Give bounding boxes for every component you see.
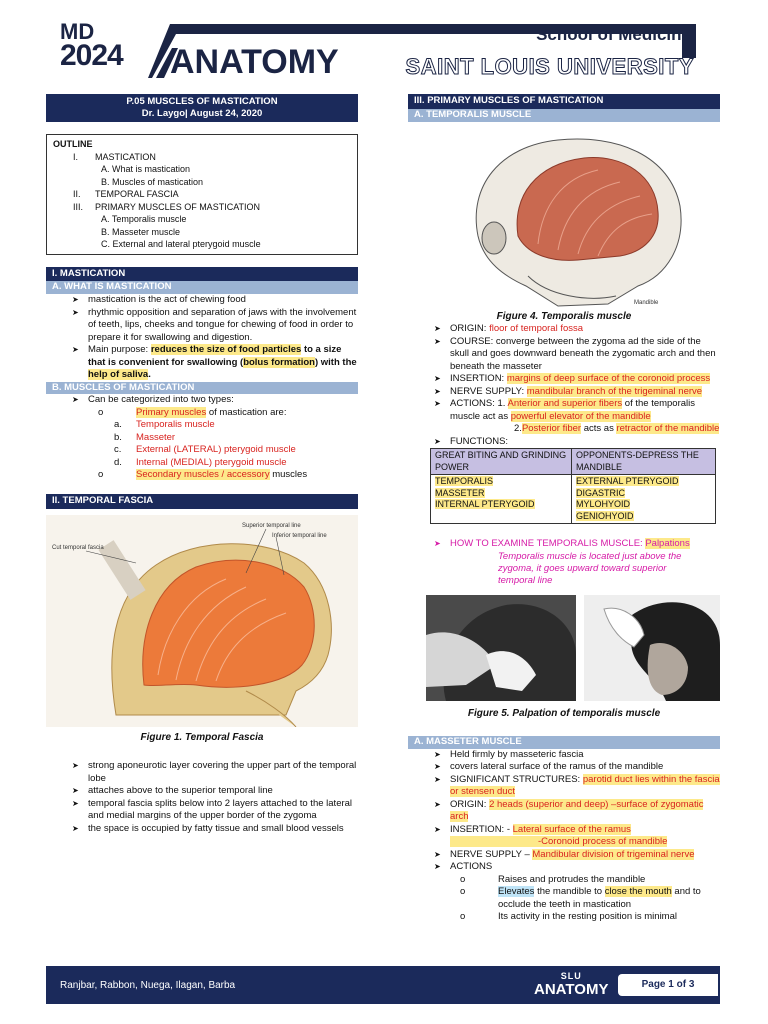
outline-item: C. External and lateral pterygoid muscle <box>101 239 261 249</box>
palpation-photos <box>426 594 720 701</box>
temporalis-bullets: ORIGIN: floor of temporal fossa COURSE: … <box>408 323 720 448</box>
list-item: FUNCTIONS: <box>408 436 720 449</box>
figure-4-caption: Figure 4. Temporalis muscle <box>496 310 632 322</box>
table-header-biting: GREAT BITING AND GRINDING POWER <box>430 448 572 476</box>
header-year: 2024 <box>60 39 124 72</box>
header-year-logo: MD 2024 <box>60 19 150 72</box>
table-header-opponents: OPPONENTS-DEPRESS THE MANDIBLE <box>571 448 716 476</box>
mastication-bullets: mastication is the act of chewing food r… <box>46 294 358 382</box>
list-item: rhythmic opposition and separation of ja… <box>46 307 358 345</box>
list-item: INSERTION: - Lateral surface of the ramu… <box>408 823 720 849</box>
right-column: III. PRIMARY MUSCLES OF MASTICATION A. T… <box>408 94 720 924</box>
section-heading-mastication: I. MASTICATION <box>46 266 358 282</box>
table-cell-opponent-muscles: EXTERNAL PTERYGOID DIGASTRIC MYLOHYOID G… <box>571 474 716 525</box>
list-item: ORIGIN: 2 heads (superior and deep) –sur… <box>408 798 720 824</box>
outline-item: III.PRIMARY MUSCLES OF MASTICATION <box>73 201 261 212</box>
table-row: TEMPORALIS MASSETER INTERNAL PTERYGOID E… <box>430 474 716 525</box>
figure-5-caption: Figure 5. Palpation of temporalis muscle <box>467 707 661 719</box>
subsection-what-is-mastication: A. WHAT IS MASTICATION <box>46 281 358 295</box>
list-item: ORIGIN: floor of temporal fossa <box>408 323 720 336</box>
document-title: P.05 MUSCLES OF MASTICATION <box>126 96 278 107</box>
outline-label: OUTLINE <box>53 139 93 149</box>
footer-authors: Ranjbar, Rabbon, Nuega, Ilagan, Barba <box>60 980 236 991</box>
outline-item: II.TEMPORAL FASCIA <box>73 189 179 199</box>
page-number: Page 1 of 3 <box>618 974 718 996</box>
list-item: COURSE: converge between the zygoma ad t… <box>408 336 720 374</box>
list-item: INSERTION: margins of deep surface of th… <box>408 373 720 386</box>
list-item: covers lateral surface of the ramus of t… <box>408 761 720 774</box>
footer-logo: SLU ANATOMY <box>534 970 608 997</box>
list-item: d.Internal (MEDIAL) pterygoid muscle <box>114 456 287 468</box>
document-author-date: Dr. Laygo| August 24, 2020 <box>141 108 263 119</box>
subsection-temporalis-muscle: A. TEMPORALIS MUSCLE <box>408 108 720 122</box>
outline-item: B. Masseter muscle <box>101 226 181 237</box>
list-item: temporal fascia splits below into 2 laye… <box>46 798 358 823</box>
outline-box: OUTLINE I.MASTICATION A. What is mastica… <box>46 134 358 255</box>
footer-logo-slu: SLU <box>560 971 582 981</box>
table-cell-biting-muscles: TEMPORALIS MASSETER INTERNAL PTERYGOID <box>430 474 572 525</box>
left-column: P.05 MUSCLES OF MASTICATION Dr. Laygo| A… <box>46 94 358 835</box>
header-title: ANATOMY <box>170 43 339 81</box>
label-inferior-temporal-line: Inferior temporal line <box>272 533 327 539</box>
label-superior-temporal-line: Superior temporal line <box>242 523 301 529</box>
list-item: ACTIONS: 1. Anterior and superior fibers… <box>408 398 720 436</box>
section-heading-temporal-fascia: II. TEMPORAL FASCIA <box>46 493 358 509</box>
masseter-bullets: Held firmly by masseteric fascia covers … <box>408 749 720 924</box>
list-item: strong aponeurotic layer covering the up… <box>46 760 358 785</box>
list-item: attaches above to the superior temporal … <box>46 785 358 798</box>
skull-temporalis-illustration: Mandible <box>475 138 682 307</box>
list-item: NERVE SUPPLY – Mandibular division of tr… <box>408 848 720 862</box>
document-title-box: P.05 MUSCLES OF MASTICATION Dr. Laygo| A… <box>46 94 358 122</box>
list-item: SIGNIFICANT STRUCTURES: parotid duct lie… <box>408 773 720 799</box>
subsection-muscles-of-mastication: B. MUSCLES OF MASTICATION <box>46 381 358 395</box>
table-row: GREAT BITING AND GRINDING POWER OPPONENT… <box>430 448 716 476</box>
list-item: a.Temporalis muscle <box>114 419 215 431</box>
list-item: mastication is the act of chewing food <box>46 294 358 307</box>
exam-bullets: HOW TO EXAMINE TEMPORALIS MUSCLE: Palpat… <box>408 538 720 551</box>
figure-temporalis-muscle: Mandible <box>408 126 720 310</box>
figure-palpation-photos <box>426 594 720 701</box>
list-item: the space is occupied by fatty tissue an… <box>46 823 358 836</box>
footer-logo-anatomy: ANATOMY <box>534 981 609 999</box>
subsection-masseter-muscle: A. MASSETER MUSCLE <box>408 736 720 749</box>
list-item: c.External (LATERAL) pterygoid muscle <box>114 444 296 456</box>
header-md: MD <box>60 19 95 44</box>
exam-note: Temporalis muscle is located just above … <box>498 550 682 586</box>
label-mandible: Mandible <box>634 300 659 306</box>
temporal-fascia-bullets: strong aponeurotic layer covering the up… <box>46 760 358 835</box>
muscles-bullets: Can be categorized into two types: oPrim… <box>46 394 358 482</box>
list-item: NERVE SUPPLY: mandibular branch of the t… <box>408 385 720 399</box>
outline-item: A. Temporalis muscle <box>101 214 187 224</box>
functions-table: GREAT BITING AND GRINDING POWER OPPONENT… <box>430 448 716 525</box>
outline-item: B. Muscles of mastication <box>101 176 204 187</box>
header-frame <box>148 24 696 78</box>
page-footer: Ranjbar, Rabbon, Nuega, Ilagan, Barba SL… <box>46 966 720 1004</box>
outline-item: A. What is mastication <box>101 164 191 174</box>
list-item: Held firmly by masseteric fascia <box>408 749 720 762</box>
figure-1-caption: Figure 1. Temporal Fascia <box>140 731 264 743</box>
figure-temporal-fascia: Superior temporal line Inferior temporal… <box>46 514 358 728</box>
list-item: Can be categorized into two types: oPrim… <box>46 394 358 482</box>
label-cut-temporal-fascia: Cut temporal fascia <box>52 545 104 551</box>
skull-fascia-illustration: Superior temporal line Inferior temporal… <box>46 514 358 728</box>
header-university: SAINT LOUIS UNIVERSITY <box>405 54 694 80</box>
header-school: School of Medicine <box>536 25 691 44</box>
section-heading-primary-muscles: III. PRIMARY MUSCLES OF MASTICATION <box>408 94 720 109</box>
list-item: b.Masseter <box>114 431 176 443</box>
list-item: HOW TO EXAMINE TEMPORALIS MUSCLE: Palpat… <box>408 538 720 551</box>
outline-item: I.MASTICATION <box>73 151 156 162</box>
list-item: Main purpose: reduces the size of food p… <box>46 344 358 382</box>
